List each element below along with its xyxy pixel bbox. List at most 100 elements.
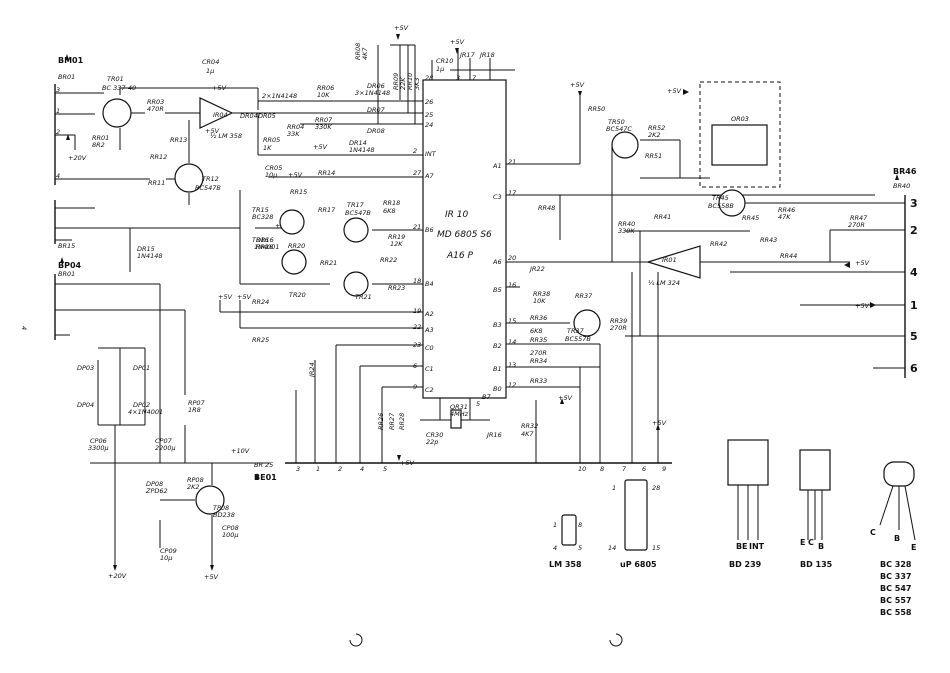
svg-text:RR03: RR03 (147, 98, 164, 106)
svg-text:RR43: RR43 (760, 236, 777, 244)
svg-text:RR12: RR12 (150, 153, 167, 161)
svg-text:2: 2 (910, 224, 918, 237)
svg-text:RR16: RR16 (256, 243, 273, 251)
svg-text:+5V: +5V (855, 302, 870, 310)
port-c1: C1 (425, 365, 434, 373)
svg-text:28: 28 (425, 74, 433, 82)
svg-text:+5V: +5V (212, 84, 227, 92)
svg-text:RR14: RR14 (318, 169, 335, 177)
legend-lm358: LM 358 (549, 560, 582, 569)
svg-text:BC 557: BC 557 (880, 596, 911, 605)
connectors: BM01 BR01 3 1 2 4 BR15 BP04 BR01 BR 25 B… (54, 56, 918, 482)
svg-text:RR34: RR34 (530, 357, 547, 365)
svg-text:3: 3 (56, 86, 60, 94)
svg-text:4MHz: 4MHz (450, 410, 469, 418)
svg-text:RR18: RR18 (383, 199, 400, 207)
svg-text:BD238: BD238 (213, 511, 235, 519)
package-legend: 1 8 4 5 LM 358 1 28 14 15 uP 6805 B E IN… (549, 439, 916, 617)
svg-text:5: 5 (476, 400, 480, 408)
svg-text:RR21: RR21 (320, 259, 337, 267)
svg-text:JR17: JR17 (458, 51, 476, 59)
svg-text:2: 2 (338, 465, 342, 473)
svg-text:¼ LM 324: ¼ LM 324 (648, 279, 680, 287)
svg-text:RR38: RR38 (533, 290, 550, 298)
svg-text:JR24: JR24 (308, 362, 316, 379)
svg-text:25: 25 (425, 111, 433, 119)
page-number: 4 (20, 326, 28, 330)
svg-text:RR15: RR15 (290, 188, 307, 196)
port-a7: A7 (424, 172, 434, 180)
svg-text:4: 4 (360, 465, 364, 473)
svg-text:RR40: RR40 (618, 220, 635, 228)
svg-text:RR20: RR20 (288, 242, 305, 250)
svg-text:RR07: RR07 (315, 116, 333, 124)
svg-text:270R: 270R (530, 349, 547, 357)
svg-text:RR45: RR45 (742, 214, 759, 222)
svg-text:+5V: +5V (204, 573, 219, 581)
svg-text:+5V: +5V (667, 87, 682, 95)
svg-text:9: 9 (662, 465, 666, 473)
svg-text:6: 6 (910, 362, 918, 375)
svg-text:18: 18 (413, 277, 421, 285)
svg-text:RR41: RR41 (654, 213, 671, 221)
svg-text:DR14: DR14 (349, 139, 367, 147)
svg-text:10K: 10K (317, 91, 330, 99)
svg-text:3×1N4148: 3×1N4148 (355, 89, 390, 97)
svg-text:15: 15 (652, 544, 660, 552)
svg-text:28: 28 (652, 484, 660, 492)
svg-text:2: 2 (56, 128, 60, 136)
svg-text:1: 1 (56, 107, 60, 115)
svg-text:4K7: 4K7 (521, 430, 534, 438)
svg-text:BC547B: BC547B (345, 209, 371, 217)
opto-coupler (699, 81, 781, 188)
svg-text:RR22: RR22 (380, 256, 397, 264)
svg-text:19: 19 (413, 307, 421, 315)
svg-text:3K3: 3K3 (413, 77, 421, 90)
conn-br40: BR40 (893, 182, 910, 190)
svg-text:1N4001: 1N4001 (254, 243, 280, 251)
svg-text:CP09: CP09 (160, 547, 177, 555)
svg-text:2K2: 2K2 (187, 483, 200, 491)
svg-text:26: 26 (425, 98, 433, 106)
svg-text:6K8: 6K8 (530, 327, 543, 335)
svg-text:RR06: RR06 (317, 84, 334, 92)
svg-text:4: 4 (910, 266, 918, 279)
svg-text:1: 1 (612, 484, 616, 492)
svg-text:4K7: 4K7 (361, 47, 369, 60)
svg-text:RR26: RR26 (377, 413, 385, 430)
svg-text:15: 15 (508, 317, 516, 325)
svg-text:TR16: TR16 (252, 236, 269, 244)
svg-text:CP06: CP06 (90, 437, 107, 445)
port-int: INT (425, 150, 437, 158)
svg-text:22: 22 (413, 323, 421, 331)
port-a2: A2 (424, 310, 434, 318)
svg-text:IR04: IR04 (213, 111, 228, 119)
svg-text:+5V: +5V (450, 38, 465, 46)
svg-text:12K: 12K (390, 240, 403, 248)
svg-text:+5V: +5V (288, 171, 303, 179)
svg-text:6: 6 (642, 465, 646, 473)
svg-text:1N4148: 1N4148 (349, 146, 375, 154)
ic-ref: IR 10 (445, 210, 468, 220)
svg-text:JR16: JR16 (485, 431, 502, 439)
svg-text:10μ: 10μ (265, 171, 277, 179)
svg-text:+5V: +5V (313, 143, 328, 151)
svg-text:1μ: 1μ (436, 65, 444, 73)
svg-text:BC557B: BC557B (565, 335, 591, 343)
svg-text:RR23: RR23 (388, 284, 405, 292)
svg-text:RR08: RR08 (354, 43, 362, 60)
svg-text:+5V: +5V (218, 293, 233, 301)
svg-text:13: 13 (508, 361, 516, 369)
svg-text:BC 337-40: BC 337-40 (102, 84, 136, 92)
svg-text:INT: INT (749, 542, 765, 551)
svg-text:RR10: RR10 (406, 73, 414, 90)
svg-text:100μ: 100μ (222, 531, 239, 539)
svg-text:RR32: RR32 (521, 422, 538, 430)
svg-text:DP01: DP01 (133, 364, 150, 372)
svg-text:27: 27 (413, 169, 422, 177)
svg-text:2200μ: 2200μ (155, 444, 176, 452)
svg-text:TR15: TR15 (252, 206, 269, 214)
svg-text:8R2: 8R2 (92, 141, 105, 149)
svg-text:BC 558: BC 558 (880, 608, 912, 617)
svg-text:4×1N4001: 4×1N4001 (128, 408, 163, 416)
